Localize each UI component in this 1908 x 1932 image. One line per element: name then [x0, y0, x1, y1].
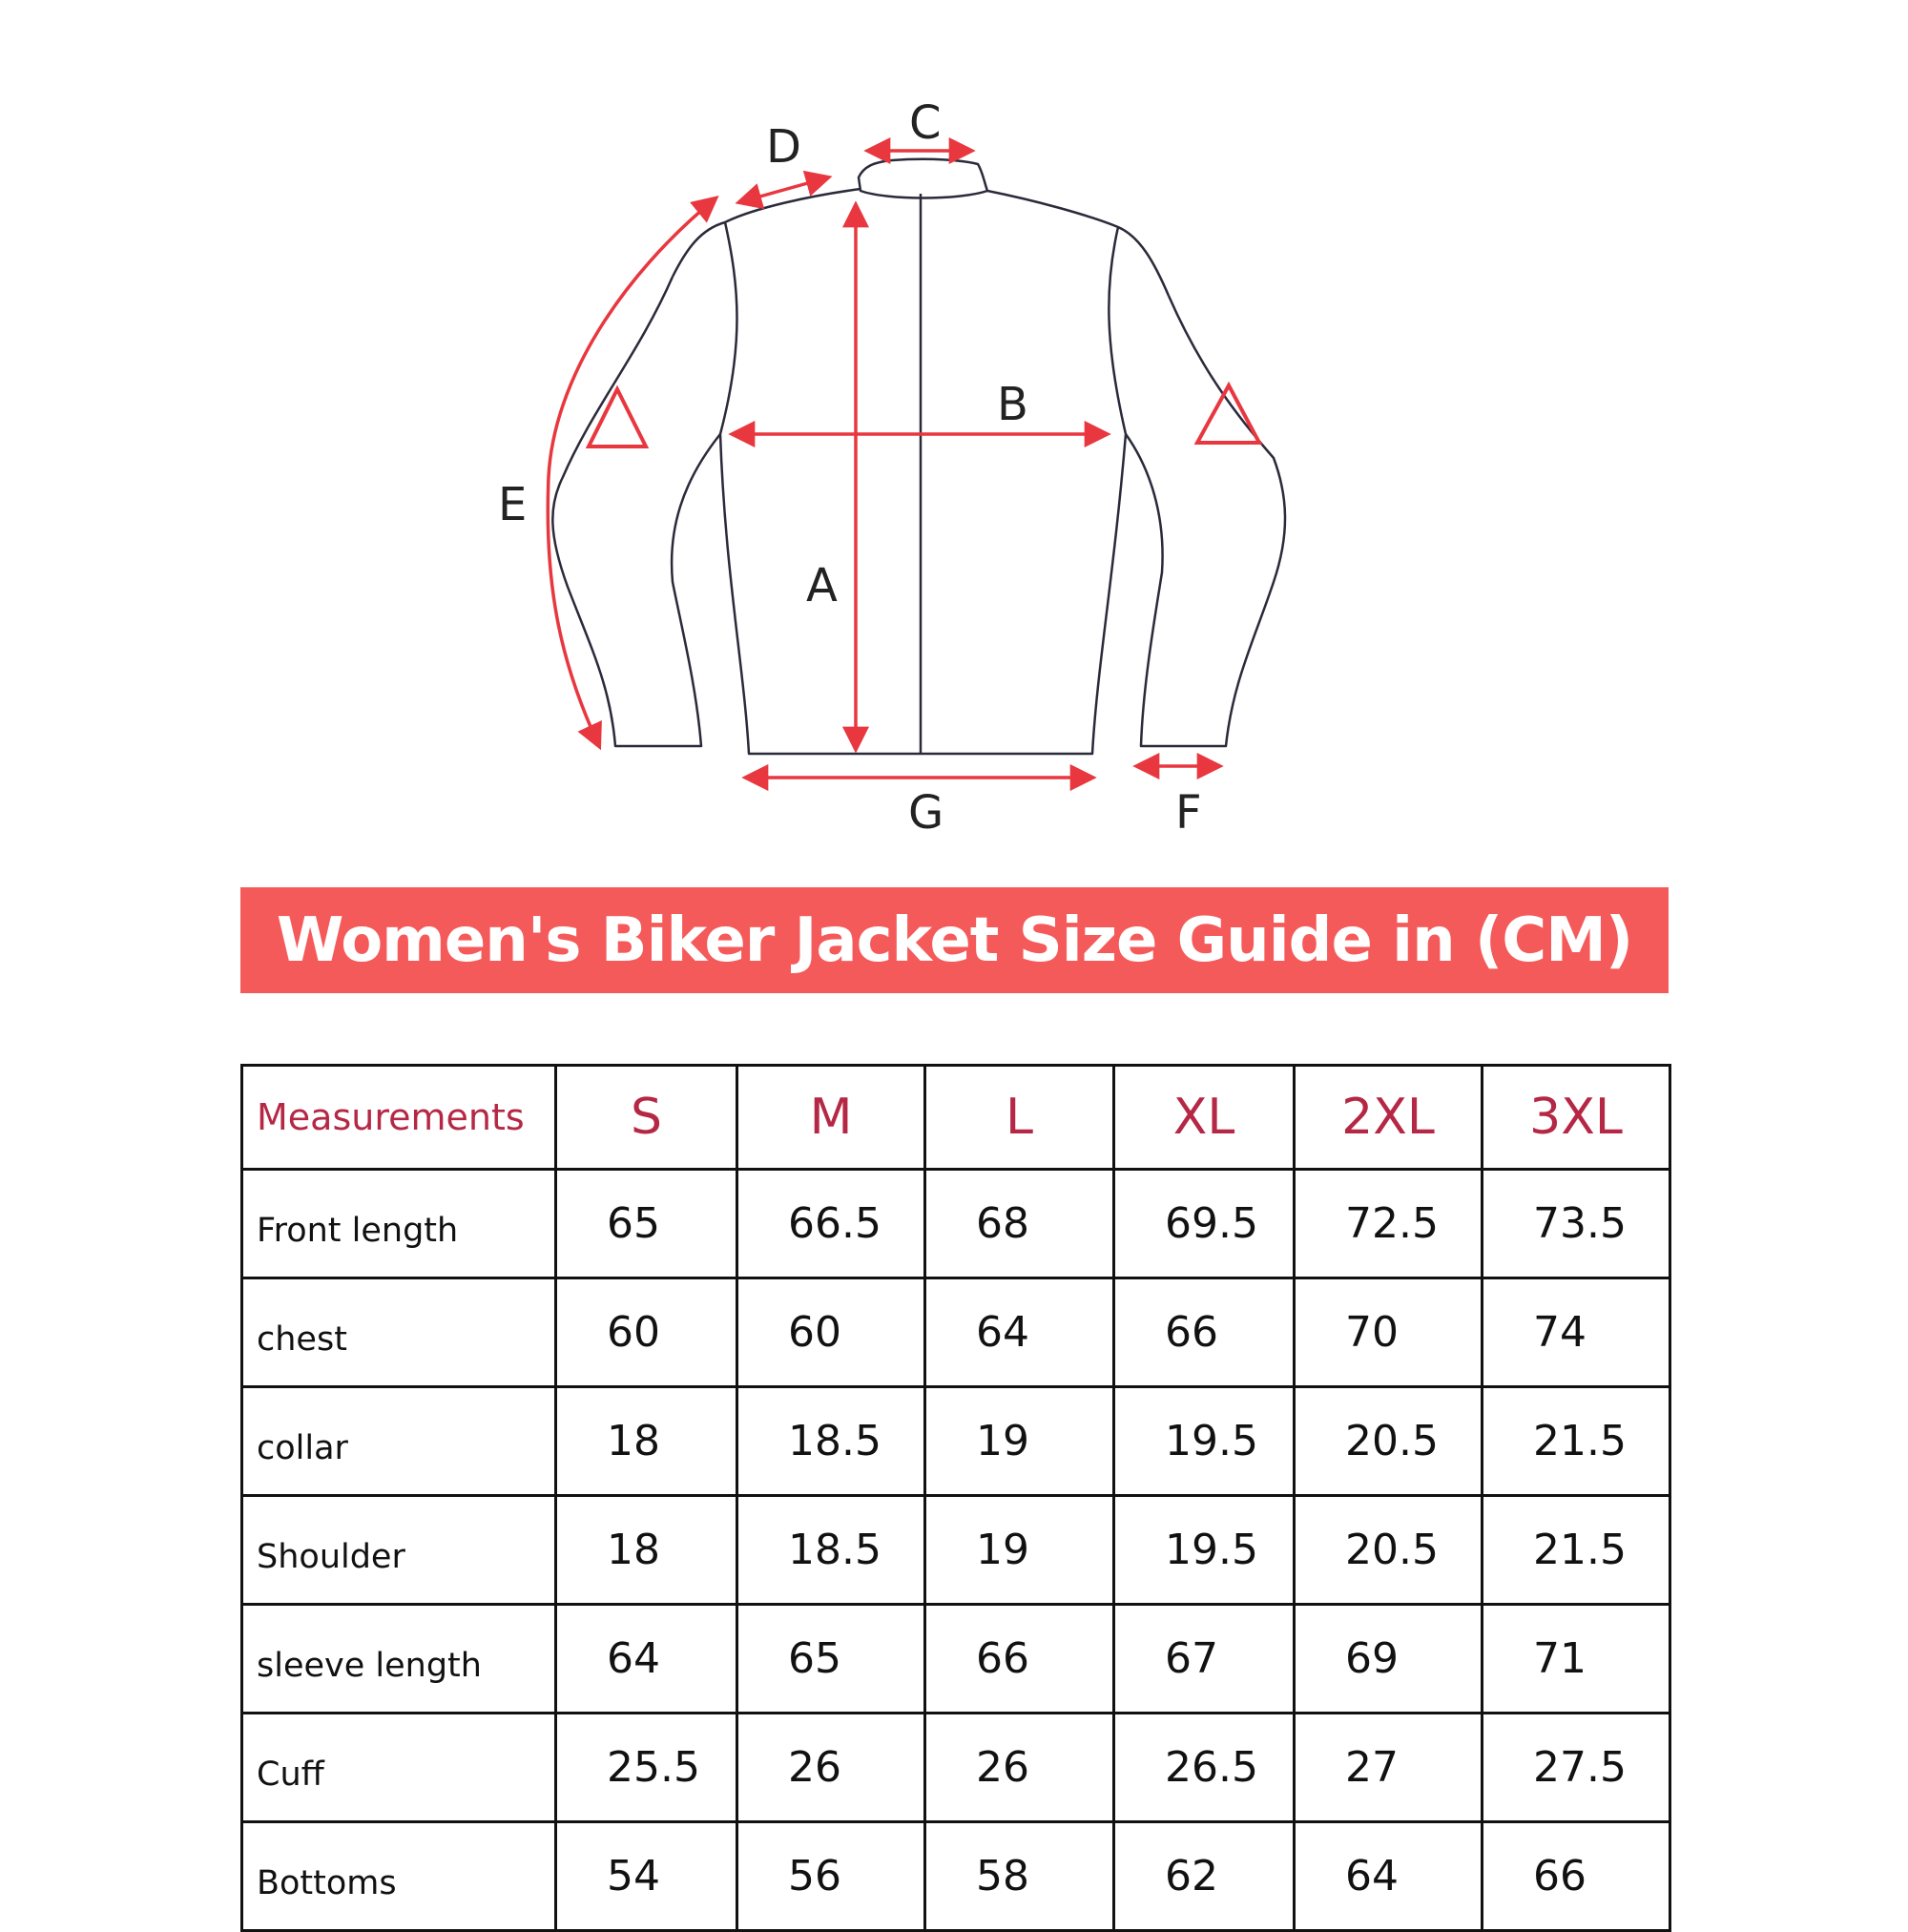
label-b: B — [997, 378, 1028, 431]
table-cell: 66.5 — [736, 1168, 926, 1279]
table-cell: 21.5 — [1481, 1494, 1671, 1606]
title-banner: Women's Biker Jacket Size Guide in (CM) — [240, 887, 1669, 993]
table-cell: 19 — [923, 1494, 1115, 1606]
measurement-arrows — [546, 137, 1224, 791]
table-cell: 26 — [923, 1712, 1115, 1823]
table-row: chest 60 60 64 66 70 74 — [240, 1277, 1671, 1388]
jacket-sleeve-left — [551, 276, 721, 748]
table-cell: 66 — [1481, 1820, 1671, 1932]
table-cell: 27.5 — [1481, 1712, 1671, 1823]
table-cell: 19 — [923, 1385, 1115, 1497]
elbow-patch-right — [1193, 381, 1263, 445]
jacket-measurement-diagram: A B C D E F G — [498, 96, 1287, 840]
row-label: Bottoms — [240, 1820, 557, 1932]
jacket-shoulder-right — [986, 189, 1171, 297]
table-cell: 25.5 — [554, 1712, 738, 1823]
table-cell: 18.5 — [736, 1494, 926, 1606]
elbow-patch-left — [585, 384, 650, 448]
table-row: sleeve length 64 65 66 67 69 71 — [240, 1603, 1671, 1714]
table-cell: 56 — [736, 1820, 926, 1932]
table-cell: 58 — [923, 1820, 1115, 1932]
table-cell: 67 — [1112, 1603, 1296, 1714]
size-chart-table: Measurements S M L XL 2XL 3XL Front leng… — [240, 1064, 1671, 1932]
table-header-size: XL — [1112, 1064, 1296, 1171]
table-header-size: S — [554, 1064, 738, 1171]
table-row: Bottoms 54 56 58 62 64 66 — [240, 1820, 1671, 1932]
table-cell: 65 — [554, 1168, 738, 1279]
table-cell: 19.5 — [1112, 1494, 1296, 1606]
table-cell: 60 — [554, 1277, 738, 1388]
arrow-e — [546, 196, 719, 751]
table-cell: 19.5 — [1112, 1385, 1296, 1497]
row-label: Shoulder — [240, 1494, 557, 1606]
table-row: Cuff 25.5 26 26 26.5 27 27.5 — [240, 1712, 1671, 1823]
table-cell: 73.5 — [1481, 1168, 1671, 1279]
table-cell: 64 — [1293, 1820, 1483, 1932]
label-c: C — [909, 96, 942, 150]
row-label: collar — [240, 1385, 557, 1497]
table-cell: 74 — [1481, 1277, 1671, 1388]
elbow-patches — [585, 381, 1263, 448]
table-cell: 18 — [554, 1494, 738, 1606]
table-row: Shoulder 18 18.5 19 19.5 20.5 21.5 — [240, 1494, 1671, 1606]
table-cell: 66 — [923, 1603, 1115, 1714]
table-row: Front length 65 66.5 68 69.5 72.5 73.5 — [240, 1168, 1671, 1279]
row-label: sleeve length — [240, 1603, 557, 1714]
table-cell: 64 — [923, 1277, 1115, 1388]
row-label: Front length — [240, 1168, 557, 1279]
table-cell: 18.5 — [736, 1385, 926, 1497]
label-e: E — [498, 478, 527, 531]
table-header-size: 2XL — [1293, 1064, 1483, 1171]
table-cell: 60 — [736, 1277, 926, 1388]
table-cell: 62 — [1112, 1820, 1296, 1932]
table-header-row: Measurements S M L XL 2XL 3XL — [240, 1064, 1671, 1171]
jacket-body — [718, 221, 1128, 756]
table-cell: 64 — [554, 1603, 738, 1714]
row-label: chest — [240, 1277, 557, 1388]
label-d: D — [766, 120, 801, 174]
table-cell: 26 — [736, 1712, 926, 1823]
table-cell: 27 — [1293, 1712, 1483, 1823]
arrow-d — [735, 170, 833, 210]
table-cell: 18 — [554, 1385, 738, 1497]
table-row: collar 18 18.5 19 19.5 20.5 21.5 — [240, 1385, 1671, 1497]
table-cell: 69 — [1293, 1603, 1483, 1714]
table-header-size: M — [736, 1064, 926, 1171]
jacket-sleeve-right — [1124, 295, 1287, 748]
table-header-size: L — [923, 1064, 1115, 1171]
table-cell: 72.5 — [1293, 1168, 1483, 1279]
table-cell: 65 — [736, 1603, 926, 1714]
table-header-measurements: Measurements — [240, 1064, 557, 1171]
jacket-collar — [857, 157, 989, 199]
table-cell: 26.5 — [1112, 1712, 1296, 1823]
table-cell: 71 — [1481, 1603, 1671, 1714]
table-header-size: 3XL — [1481, 1064, 1671, 1171]
table-cell: 68 — [923, 1168, 1115, 1279]
table-cell: 54 — [554, 1820, 738, 1932]
table-cell: 20.5 — [1293, 1494, 1483, 1606]
table-cell: 70 — [1293, 1277, 1483, 1388]
jacket-shoulder-left — [671, 187, 861, 278]
table-cell: 66 — [1112, 1277, 1296, 1388]
table-cell: 69.5 — [1112, 1168, 1296, 1279]
table-cell: 20.5 — [1293, 1385, 1483, 1497]
label-f: F — [1175, 786, 1202, 840]
label-a: A — [806, 559, 838, 613]
row-label: Cuff — [240, 1712, 557, 1823]
page-title: Women's Biker Jacket Size Guide in (CM) — [276, 904, 1633, 976]
table-cell: 21.5 — [1481, 1385, 1671, 1497]
label-g: G — [908, 786, 944, 840]
